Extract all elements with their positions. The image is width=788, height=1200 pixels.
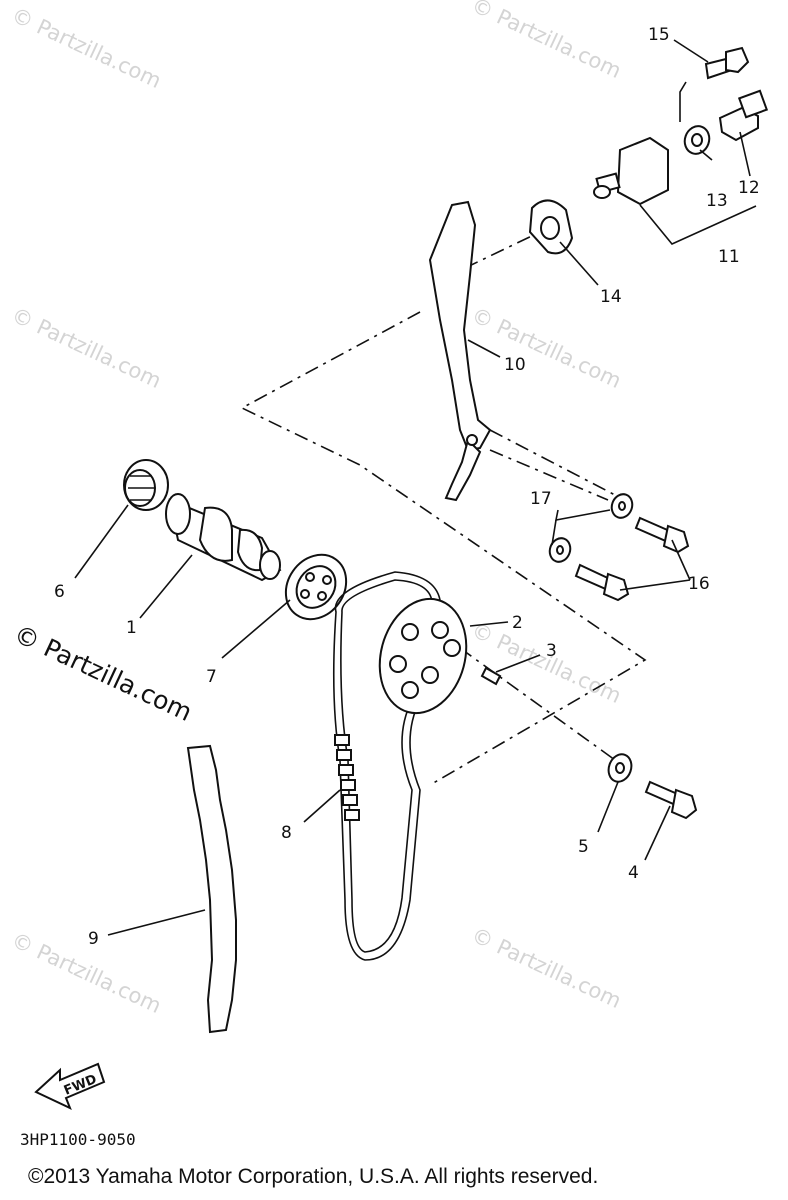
- watermark-prominent: © Partzilla.com: [9, 619, 196, 727]
- callout-label: 1: [126, 618, 137, 638]
- watermark: © Partzilla.com: [8, 3, 165, 93]
- part-8-timing-chain: [332, 571, 441, 961]
- callout-label: 17: [530, 489, 552, 509]
- callout-label: 3: [546, 641, 557, 661]
- callout-label: 5: [578, 837, 589, 857]
- watermark: © Partzilla.com: [468, 618, 625, 708]
- part-12-bolt: [718, 89, 769, 142]
- callout-labels: 1 2 3 4 5 6 7 8 9 10 11 12 13 14 15 16 1…: [54, 25, 760, 949]
- part-5-washer: [607, 753, 633, 783]
- part-9-chain-guide: [186, 744, 237, 1034]
- callout-label: 13: [706, 191, 728, 211]
- part-6-bearing: [123, 459, 169, 511]
- callout-label: 2: [512, 613, 523, 633]
- callout-label: 14: [600, 287, 622, 307]
- watermark: © Partzilla.com: [468, 303, 625, 393]
- part-10-tensioner-guide: [428, 200, 492, 502]
- copyright-notice: ©2013 Yamaha Motor Corporation, U.S.A. A…: [28, 1165, 598, 1188]
- watermark: © Partzilla.com: [8, 928, 165, 1018]
- callout-label: 8: [281, 823, 292, 843]
- part-17-washers: [548, 493, 634, 563]
- fwd-arrow-icon: FWD: [34, 1062, 106, 1110]
- callout-label: 11: [718, 247, 740, 267]
- part-2-sprocket: [378, 597, 468, 715]
- part-16-bolts: [574, 516, 690, 602]
- part-13-gasket: [683, 125, 711, 155]
- part-14-gasket: [528, 199, 574, 255]
- callout-label: 10: [504, 355, 526, 375]
- callout-label: 16: [688, 574, 710, 594]
- part-1-camshaft: [165, 493, 282, 582]
- watermark: © Partzilla.com: [468, 0, 625, 83]
- callout-label: 6: [54, 582, 65, 602]
- part-3-pin: [480, 666, 502, 686]
- callout-label: 4: [628, 863, 639, 883]
- part-11-tensioner: [593, 136, 669, 206]
- part-4-bolt: [644, 780, 698, 820]
- watermark: © Partzilla.com: [468, 923, 625, 1013]
- part-15-bolt: [704, 46, 750, 80]
- callout-label: 7: [206, 667, 217, 687]
- callout-label: 9: [88, 929, 99, 949]
- leader-lines: [74, 39, 757, 936]
- callout-label: 12: [738, 178, 760, 198]
- part-7-bearing: [284, 553, 348, 621]
- watermark: © Partzilla.com: [8, 303, 165, 393]
- callout-label: 15: [648, 25, 670, 45]
- reference-lines: [240, 231, 647, 786]
- watermarks: © Partzilla.com © Partzilla.com © Partzi…: [8, 0, 625, 1018]
- diagram-code: 3HP1100-9050: [20, 1130, 136, 1149]
